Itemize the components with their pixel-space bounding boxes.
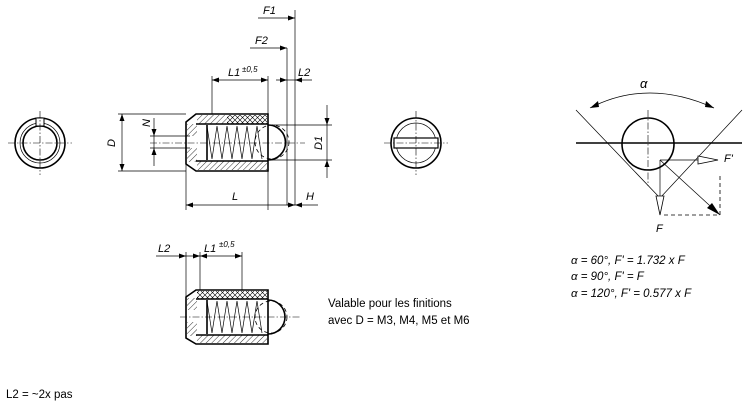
alpha-arc xyxy=(589,92,715,109)
label-h: H xyxy=(306,191,314,203)
slot-hatch-bottom xyxy=(187,148,197,162)
wall-hatch-bottom xyxy=(197,161,267,170)
label-l1-lower: L1 xyxy=(204,243,216,255)
label-f: F xyxy=(656,223,664,235)
label-l2-lower: L2 xyxy=(158,243,170,255)
label-l1: L1 xyxy=(228,67,240,79)
variant-body-outline xyxy=(185,289,269,345)
label-l1-tolerance-lower: ±0,5 xyxy=(219,240,235,249)
force-diagram: α F' F xyxy=(575,76,743,235)
variant-section-view: L2 L1 ±0,5 xyxy=(156,240,300,345)
label-n: N xyxy=(141,119,153,127)
label-d: D xyxy=(106,139,118,147)
validity-note: Valable pour les finitions avec D = M3, … xyxy=(328,298,470,327)
wall-knurl-top xyxy=(227,115,267,124)
end-view-left xyxy=(8,111,72,175)
formula-90: α = 90°, F' = F xyxy=(571,271,645,283)
label-f1: F1 xyxy=(263,5,276,17)
label-f2: F2 xyxy=(255,35,268,47)
v-groove xyxy=(575,109,743,199)
label-l1-tolerance: ±0,5 xyxy=(242,65,258,74)
ball-hidden-circle xyxy=(254,124,290,160)
label-f-prime: F' xyxy=(724,153,734,165)
label-d1: D1 xyxy=(313,136,325,150)
note-line-1: Valable pour les finitions xyxy=(328,298,452,310)
formula-120: α = 120°, F' = 0.577 x F xyxy=(571,288,692,300)
note-line-2: avec D = M3, M4, M5 et M6 xyxy=(328,315,470,327)
force-formulas: α = 60°, F' = 1.732 x F α = 90°, F' = F … xyxy=(571,255,692,300)
label-alpha: α xyxy=(640,76,648,91)
spring xyxy=(206,125,263,160)
footnote: L2 = ~2x pas xyxy=(6,389,73,401)
label-l2: L2 xyxy=(298,67,310,79)
main-section-view: D N D1 F1 F2 L1 ±0,5 xyxy=(106,5,332,210)
label-l: L xyxy=(232,191,238,203)
wall-hatch-top-left xyxy=(197,115,227,124)
formula-60: α = 60°, F' = 1.732 x F xyxy=(571,255,686,267)
slot-hatch-top xyxy=(187,124,197,136)
end-view-right xyxy=(384,111,448,175)
